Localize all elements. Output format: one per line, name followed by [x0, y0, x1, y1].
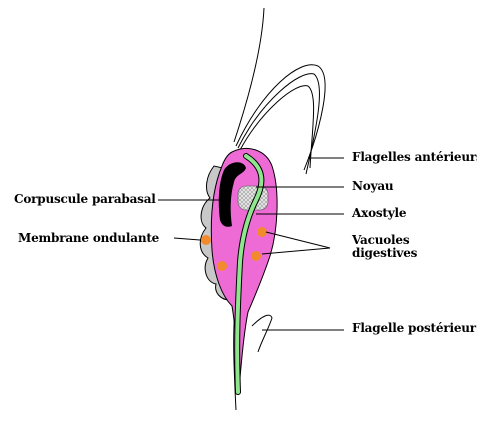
label-corpuscule-parabasal: Corpuscule parabasal	[14, 193, 156, 206]
label-membrane-ondulante: Membrane ondulante	[18, 232, 159, 245]
label-digestives: digestives	[352, 247, 417, 260]
leader-vacuoles-a	[266, 232, 330, 248]
posterior-membrane	[252, 315, 272, 352]
label-flagelle-posterieur: Flagelle postérieur	[352, 322, 476, 335]
vacuole	[201, 235, 211, 245]
vacuole	[257, 227, 267, 237]
label-axostyle: Axostyle	[352, 207, 406, 220]
label-flagelles-anterieurs: Flagelles antérieurs	[352, 151, 477, 164]
vacuole	[251, 251, 261, 261]
label-noyau: Noyau	[352, 180, 393, 193]
vacuole	[217, 261, 227, 271]
leader-membrane	[174, 238, 200, 240]
